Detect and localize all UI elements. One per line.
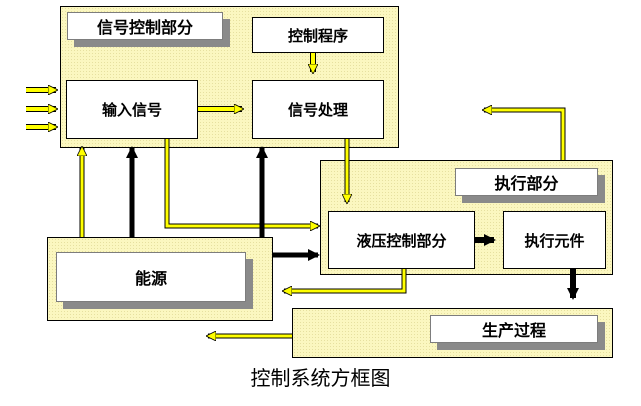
arrow-hydraulic-to-energy	[284, 269, 407, 294]
energy-title: 能源	[56, 252, 246, 302]
arrow-execution-feedback	[484, 107, 566, 160]
control-program-block: 控制程序	[252, 17, 384, 53]
input-signal-block: 输入信号	[66, 80, 198, 139]
signal-processing-block: 信号处理	[252, 80, 384, 139]
hydraulic-control-block: 液压控制部分	[328, 211, 475, 269]
production-title: 生产过程	[430, 315, 598, 343]
signal-control-title: 信号控制部分	[67, 12, 223, 40]
actuator-block: 执行元件	[503, 211, 606, 269]
execution-title: 执行部分	[455, 168, 598, 196]
diagram-caption: 控制系统方框图	[250, 366, 391, 390]
arrow-input-to-hydraulic	[164, 139, 318, 229]
